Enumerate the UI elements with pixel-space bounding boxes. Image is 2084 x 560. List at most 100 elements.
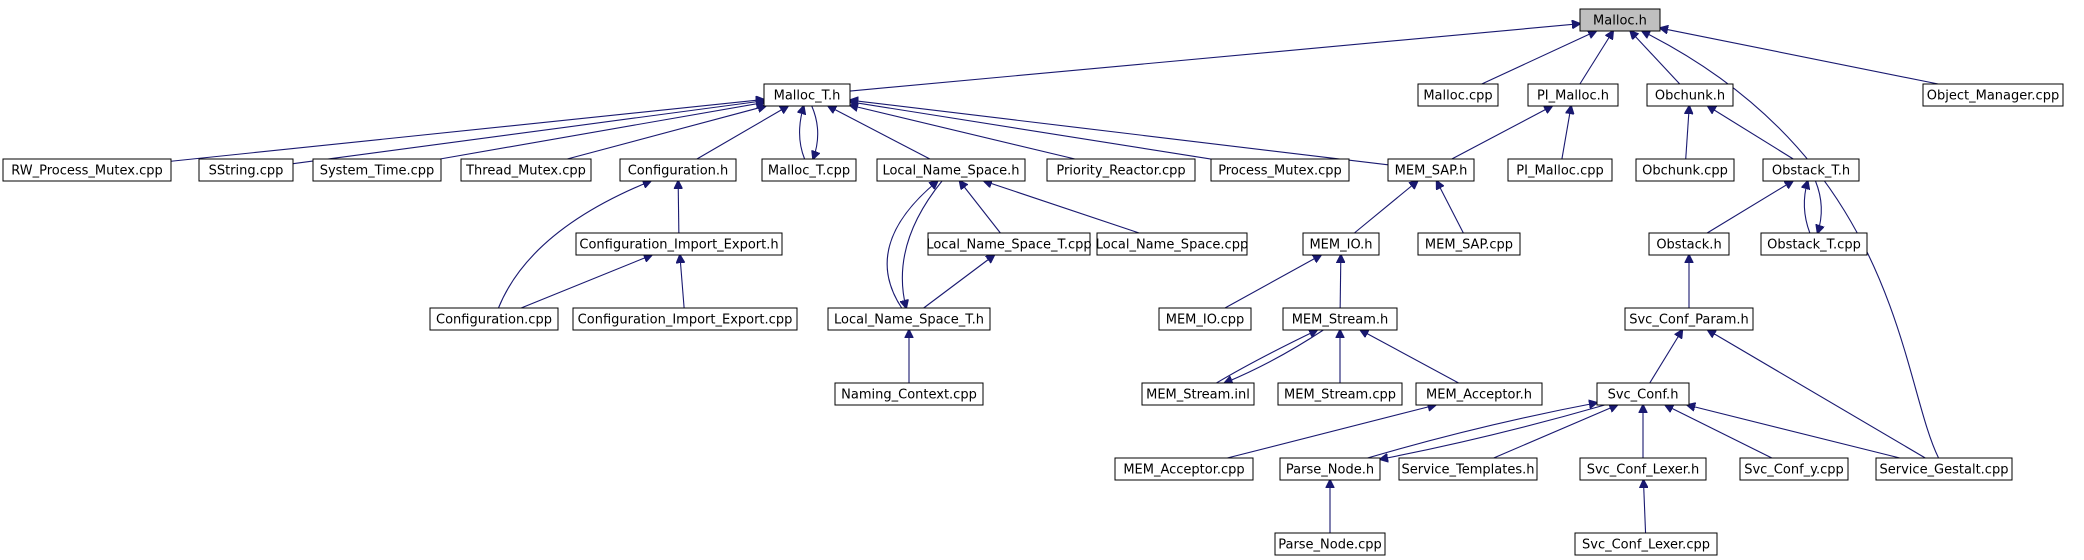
node-box	[1646, 83, 1734, 107]
node-obstack-t-cpp[interactable]: Obstack_T.cpp	[1760, 232, 1868, 256]
node-local-name-space-t-h[interactable]: Local_Name_Space_T.h	[827, 307, 991, 331]
edge-local-name-space-cpp-to-local-name-space-h	[984, 181, 1140, 234]
node-box	[763, 83, 851, 107]
node-mem-stream-h[interactable]: MEM_Stream.h	[1282, 307, 1398, 331]
node-box	[1417, 232, 1521, 256]
edge-thread-mutex-cpp-to-malloc-t-h	[567, 106, 766, 160]
node-mem-io-h[interactable]: MEM_IO.h	[1302, 232, 1380, 256]
edge-mem-sap-h-to-malloc-t-h	[850, 100, 1389, 166]
node-service-templates-h[interactable]: Service_Templates.h	[1398, 457, 1538, 481]
node-parse-node-cpp[interactable]: Parse_Node.cpp	[1274, 532, 1386, 556]
node-box	[1398, 457, 1538, 481]
edge-service-gestalt-cpp-to-svc-conf-param-h	[1708, 330, 1926, 459]
edge-obstack-t-cpp-to-obstack-t-h	[1804, 181, 1811, 234]
node-mem-acceptor-h[interactable]: MEM_Acceptor.h	[1415, 382, 1543, 406]
node-svc-conf-param-h[interactable]: Svc_Conf_Param.h	[1624, 307, 1754, 331]
node-label: Local_Name_Space.h	[882, 164, 1019, 179]
node-object-manager-cpp[interactable]: Object_Manager.cpp	[1922, 83, 2064, 107]
node-malloc-t-h[interactable]: Malloc_T.h	[763, 83, 851, 107]
node-mem-sap-h[interactable]: MEM_SAP.h	[1387, 158, 1475, 182]
node-box	[1096, 232, 1248, 256]
node-label: Local_Name_Space_T.h	[834, 313, 984, 328]
edge-obstack-t-h-to-obchunk-h	[1708, 106, 1794, 160]
node-mem-acceptor-cpp[interactable]: MEM_Acceptor.cpp	[1114, 457, 1254, 481]
node-configuration-h[interactable]: Configuration.h	[619, 158, 737, 182]
node-label: Priority_Reactor.cpp	[1056, 164, 1185, 179]
node-malloc-t-cpp[interactable]: Malloc_T.cpp	[761, 158, 857, 182]
node-malloc-cpp[interactable]: Malloc.cpp	[1417, 83, 1499, 107]
node-process-mutex-cpp[interactable]: Process_Mutex.cpp	[1210, 158, 1350, 182]
edge-sstring-cpp-to-malloc-t-h	[292, 101, 764, 165]
node-mem-io-cpp[interactable]: MEM_IO.cpp	[1158, 307, 1252, 331]
node-label: Local_Name_Space.cpp	[1096, 238, 1248, 253]
node-label: Svc_Conf_Param.h	[1629, 313, 1749, 328]
node-local-name-space-h[interactable]: Local_Name_Space.h	[876, 158, 1026, 182]
edge-obchunk-cpp-to-obchunk-h	[1686, 106, 1690, 160]
node-svc-conf-lexer-h[interactable]: Svc_Conf_Lexer.h	[1579, 457, 1707, 481]
node-box	[1387, 158, 1475, 182]
node-local-name-space-t-cpp[interactable]: Local_Name_Space_T.cpp	[926, 232, 1092, 256]
node-obchunk-cpp[interactable]: Obchunk.cpp	[1635, 158, 1735, 182]
node-svc-conf-lexer-cpp[interactable]: Svc_Conf_Lexer.cpp	[1574, 532, 1718, 556]
node-rw-process-mutex-cpp[interactable]: RW_Process_Mutex.cpp	[2, 158, 172, 182]
edge-mem-acceptor-h-to-mem-stream-h	[1360, 330, 1459, 384]
node-malloc-h[interactable]: Malloc.h	[1579, 8, 1661, 32]
edge-local-name-space-h-to-malloc-t-h	[828, 106, 931, 160]
node-mem-stream-cpp[interactable]: MEM_Stream.cpp	[1277, 382, 1403, 406]
edge-mem-acceptor-cpp-to-mem-acceptor-h	[1227, 405, 1435, 459]
edge-mem-stream-inl-to-mem-stream-h	[1216, 330, 1317, 384]
node-configuration-cpp[interactable]: Configuration.cpp	[429, 307, 559, 331]
node-svc-conf-h[interactable]: Svc_Conf.h	[1596, 382, 1690, 406]
edge-malloc-t-cpp-to-malloc-t-h	[800, 106, 805, 160]
node-box	[1596, 382, 1690, 406]
node-label: PI_Malloc.cpp	[1516, 164, 1603, 179]
node-label: Malloc_T.h	[774, 89, 841, 104]
node-label: MEM_SAP.h	[1395, 164, 1468, 179]
node-box	[429, 307, 559, 331]
edge-local-name-space-h-to-local-name-space-t-h	[902, 180, 943, 308]
node-mem-stream-inl[interactable]: MEM_Stream.inl	[1141, 382, 1255, 406]
node-label: Configuration_Import_Export.h	[579, 238, 778, 253]
node-pi-malloc-cpp[interactable]: PI_Malloc.cpp	[1507, 158, 1613, 182]
node-obstack-h[interactable]: Obstack.h	[1648, 232, 1730, 256]
node-box	[575, 232, 783, 256]
node-pi-malloc-h[interactable]: PI_Malloc.h	[1527, 83, 1619, 107]
node-box	[1635, 158, 1735, 182]
node-service-gestalt-cpp[interactable]: Service_Gestalt.cpp	[1875, 457, 2013, 481]
node-label: Obstack.h	[1656, 238, 1721, 253]
node-label: Obchunk.h	[1655, 89, 1725, 104]
node-obchunk-h[interactable]: Obchunk.h	[1646, 83, 1734, 107]
edge-mem-stream-h-to-mem-stream-inl	[1224, 329, 1324, 383]
node-label: SString.cpp	[209, 164, 284, 179]
node-label: MEM_IO.cpp	[1166, 313, 1244, 328]
node-label: Parse_Node.cpp	[1278, 538, 1382, 553]
node-sstring-cpp[interactable]: SString.cpp	[198, 158, 294, 182]
node-priority-reactor-cpp[interactable]: Priority_Reactor.cpp	[1046, 158, 1196, 182]
node-box	[1579, 8, 1661, 32]
node-box	[572, 307, 798, 331]
node-obstack-t-h[interactable]: Obstack_T.h	[1762, 158, 1860, 182]
node-box	[1922, 83, 2064, 107]
edge-rw-process-mutex-cpp-to-malloc-t-h	[170, 99, 764, 162]
edge-pi-malloc-cpp-to-pi-malloc-h	[1561, 106, 1571, 160]
node-box	[1277, 382, 1403, 406]
node-thread-mutex-cpp[interactable]: Thread_Mutex.cpp	[460, 158, 592, 182]
edge-configuration-cpp-to-configuration-h	[497, 181, 650, 309]
node-label: Obchunk.cpp	[1642, 164, 1728, 179]
node-system-time-cpp[interactable]: System_Time.cpp	[312, 158, 442, 182]
edge-mem-stream-h-to-mem-io-h	[1340, 255, 1341, 309]
node-svc-conf-y-cpp[interactable]: Svc_Conf_y.cpp	[1739, 457, 1849, 481]
node-box	[2, 158, 172, 182]
node-label: Service_Gestalt.cpp	[1880, 463, 2009, 478]
node-box	[1527, 83, 1619, 107]
node-local-name-space-cpp[interactable]: Local_Name_Space.cpp	[1096, 232, 1248, 256]
edge-process-mutex-cpp-to-malloc-t-h	[850, 102, 1212, 160]
node-configuration-import-export-cpp[interactable]: Configuration_Import_Export.cpp	[572, 307, 798, 331]
node-box	[827, 307, 991, 331]
node-configuration-import-export-h[interactable]: Configuration_Import_Export.h	[575, 232, 783, 256]
node-parse-node-h[interactable]: Parse_Node.h	[1279, 457, 1381, 481]
node-naming-context-cpp[interactable]: Naming_Context.cpp	[834, 382, 984, 406]
node-label: Svc_Conf_Lexer.cpp	[1582, 538, 1710, 553]
edge-service-gestalt-cpp-to-svc-conf-h	[1687, 405, 1900, 459]
node-mem-sap-cpp[interactable]: MEM_SAP.cpp	[1417, 232, 1521, 256]
